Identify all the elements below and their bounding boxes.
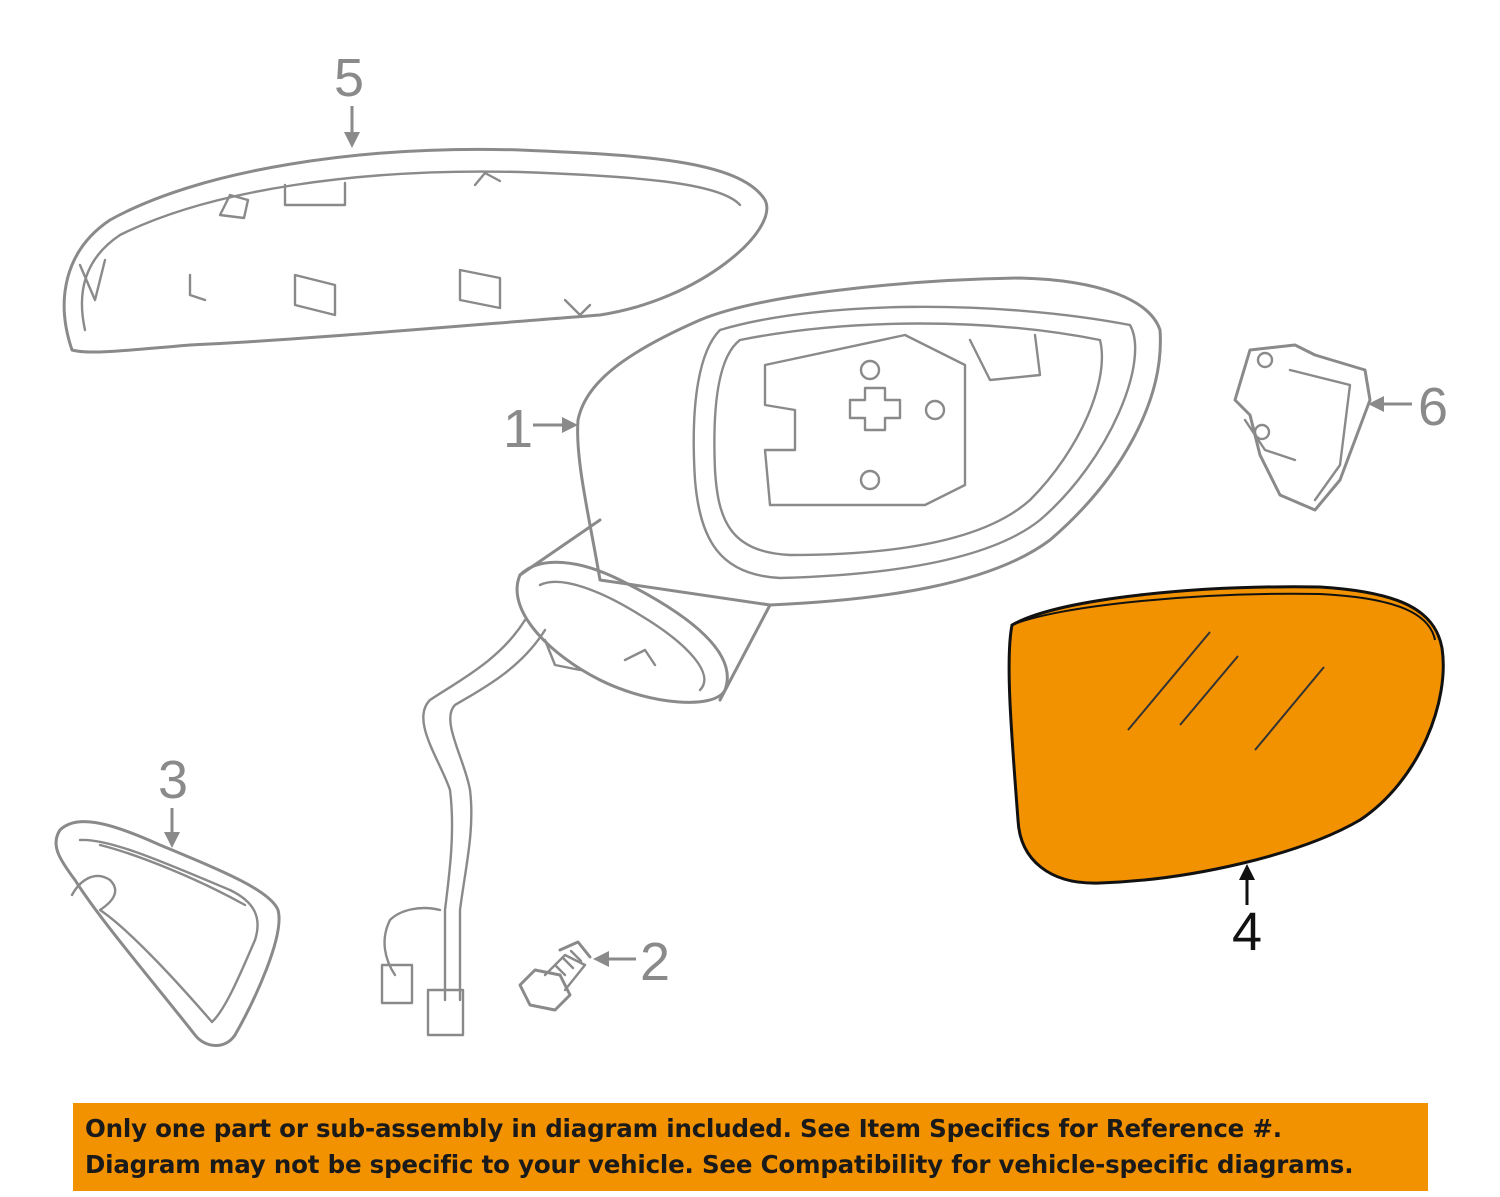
callout-4: 4 — [1232, 864, 1262, 962]
disclaimer-banner: Only one part or sub-assembly in diagram… — [73, 1103, 1428, 1191]
callout-1-label: 1 — [503, 399, 533, 459]
callout-5-label: 5 — [334, 48, 364, 108]
callout-2-label: 2 — [640, 932, 670, 992]
part-1-mirror-assembly — [380, 276, 1162, 1037]
callout-2: 2 — [593, 932, 670, 992]
callout-3: 3 — [158, 750, 188, 848]
callout-6-label: 6 — [1418, 377, 1448, 437]
part-5-mirror-cover — [62, 147, 769, 354]
part-6-bracket — [1233, 343, 1372, 512]
callout-3-label: 3 — [158, 750, 188, 810]
part-4-mirror-glass — [1007, 585, 1445, 885]
callout-4-label: 4 — [1232, 902, 1262, 962]
part-2-bolt — [518, 940, 592, 1012]
disclaimer-line-1: Only one part or sub-assembly in diagram… — [85, 1114, 1282, 1143]
part-3-gasket — [54, 820, 281, 1047]
callout-6: 6 — [1368, 377, 1448, 437]
disclaimer-line-2: Diagram may not be specific to your vehi… — [85, 1150, 1354, 1179]
callout-1: 1 — [503, 399, 578, 459]
callout-5: 5 — [334, 48, 364, 148]
